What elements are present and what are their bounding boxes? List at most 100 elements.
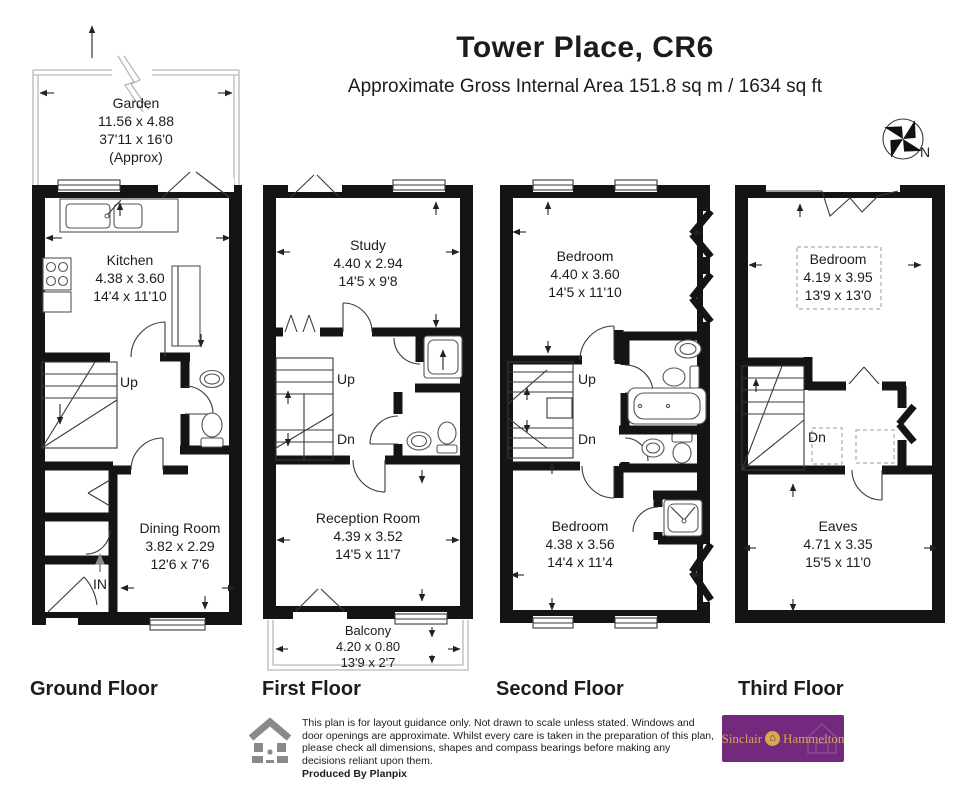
reception-metric: 4.39 x 3.52	[333, 528, 402, 544]
balcony-imperial: 13'9 x 2'7	[341, 655, 396, 670]
bay-window	[689, 542, 717, 602]
brand-watermark-house-icon	[807, 722, 837, 754]
stairs-up-down	[275, 357, 334, 461]
study-name: Study	[350, 237, 386, 253]
reception-imperial: 14'5 x 11'7	[335, 546, 401, 562]
entrance-door-arc	[47, 576, 98, 613]
agency-logo: Sinclair ⌂ Hammelton	[722, 715, 844, 762]
window	[614, 617, 658, 629]
stairs-up-label: Up	[578, 371, 596, 387]
bedroom-front-name: Bedroom	[557, 248, 614, 264]
door-arc	[624, 437, 649, 462]
tall-unit	[171, 265, 201, 347]
shower-icon	[423, 335, 463, 379]
window	[614, 179, 658, 191]
french-doors	[295, 588, 345, 612]
balcony-name: Balcony	[345, 623, 392, 638]
garden-metric: 11.56 x 4.88	[98, 113, 174, 129]
study-metric: 4.40 x 2.94	[333, 255, 402, 271]
bay-window	[689, 271, 717, 325]
stairs-up-label: Up	[337, 371, 355, 387]
garden-imperial: 37'11 x 16'0	[99, 131, 173, 147]
stairs-down-label: Dn	[578, 431, 596, 447]
compass-north-label: N	[920, 144, 930, 160]
french-doors	[290, 174, 340, 198]
door-arc	[632, 506, 659, 533]
stairs-up-label: Up	[120, 374, 138, 390]
bedroom-third-metric: 4.19 x 3.95	[803, 269, 872, 285]
shower-icon	[663, 499, 703, 537]
third-floor-plan: Bedroom 4.19 x 3.95 13'9 x 13'0 Eaves 4.…	[735, 178, 945, 623]
door-arc	[393, 337, 421, 365]
cupboard-doors	[85, 479, 111, 555]
eaves-metric: 4.71 x 3.35	[803, 536, 872, 552]
window	[392, 179, 446, 191]
brand-house-badge-icon: ⌂	[765, 731, 781, 746]
kitchen-metric: 4.38 x 3.60	[95, 270, 164, 286]
compass-icon: N	[882, 118, 930, 160]
second-floor-label: Second Floor	[496, 678, 624, 700]
kitchen-name: Kitchen	[107, 252, 154, 268]
toilet-icon	[200, 412, 224, 448]
window	[57, 179, 121, 191]
angled-door	[896, 403, 917, 445]
stairs-down-label: Dn	[808, 429, 826, 445]
door-arc	[581, 465, 615, 499]
toilet-icon	[436, 421, 458, 454]
ground-floor-plan: Kitchen 4.38 x 3.60 14'4 x 11'10 Dining …	[32, 171, 242, 632]
window	[532, 617, 574, 629]
reduced-headroom-zone	[811, 427, 843, 465]
bath-icon	[627, 387, 707, 425]
brand-name-left: Sinclair	[722, 730, 763, 746]
hob-icon	[42, 257, 72, 313]
bedroom-front-metric: 4.40 x 3.60	[550, 266, 619, 282]
door-arc	[130, 321, 166, 358]
entrance-label: IN	[93, 576, 107, 592]
window	[532, 179, 574, 191]
bedroom-rear-imperial: 14'4 x 11'4	[547, 554, 613, 570]
reception-name: Reception Room	[316, 510, 420, 526]
door-arc	[352, 459, 386, 493]
toilet-icon	[671, 433, 693, 464]
third-floor-label: Third Floor	[738, 678, 844, 700]
eaves-imperial: 15'5 x 11'0	[805, 554, 871, 570]
garden-note: (Approx)	[109, 149, 163, 165]
bedroom-rear-metric: 4.38 x 3.56	[545, 536, 614, 552]
bedroom-third-name: Bedroom	[810, 251, 867, 267]
kitchen-imperial: 14'4 x 11'10	[93, 288, 167, 304]
kitchen-sink-unit	[59, 198, 179, 233]
garden-area: Garden 11.56 x 4.88 37'11 x 16'0 (Approx…	[32, 25, 240, 188]
balcony-area: Balcony 4.20 x 0.80 13'9 x 2'7	[267, 620, 469, 671]
page-title: Tower Place, CR6	[456, 31, 714, 64]
bedroom-third-imperial: 13'9 x 13'0	[805, 287, 872, 303]
stairs-down-label: Dn	[337, 431, 355, 447]
stairs-down	[741, 365, 805, 471]
door-arc	[184, 385, 214, 415]
door-arc	[369, 415, 399, 445]
window	[394, 613, 448, 625]
border-break-icon	[117, 55, 144, 113]
planpix-house-icon	[248, 717, 292, 763]
french-doors	[848, 366, 880, 385]
study-imperial: 14'5 x 9'8	[338, 273, 397, 289]
basin-icon	[641, 438, 665, 458]
first-floor-plan: Study 4.40 x 2.94 14'5 x 9'8 Reception R…	[263, 174, 473, 626]
stairs-up-down	[507, 361, 574, 459]
second-floor-plan: Bedroom 4.40 x 3.60 14'5 x 11'10 Bedroom…	[500, 178, 717, 630]
first-floor-label: First Floor	[262, 678, 361, 700]
ground-floor-label: Ground Floor	[30, 678, 158, 700]
brand-name-right: Hammelton	[783, 730, 844, 746]
dining-name: Dining Room	[140, 520, 221, 536]
garden-name: Garden	[113, 95, 160, 111]
disclaimer-body: This plan is for layout guidance only. N…	[302, 717, 715, 767]
basin-icon	[406, 431, 432, 451]
door-arc	[130, 437, 164, 471]
eaves-name: Eaves	[819, 518, 858, 534]
bedroom-rear-name: Bedroom	[552, 518, 609, 534]
reduced-headroom-zone	[796, 246, 882, 310]
toilet-icon	[662, 365, 700, 389]
stairs-up	[41, 361, 118, 449]
door-arc	[579, 325, 615, 361]
